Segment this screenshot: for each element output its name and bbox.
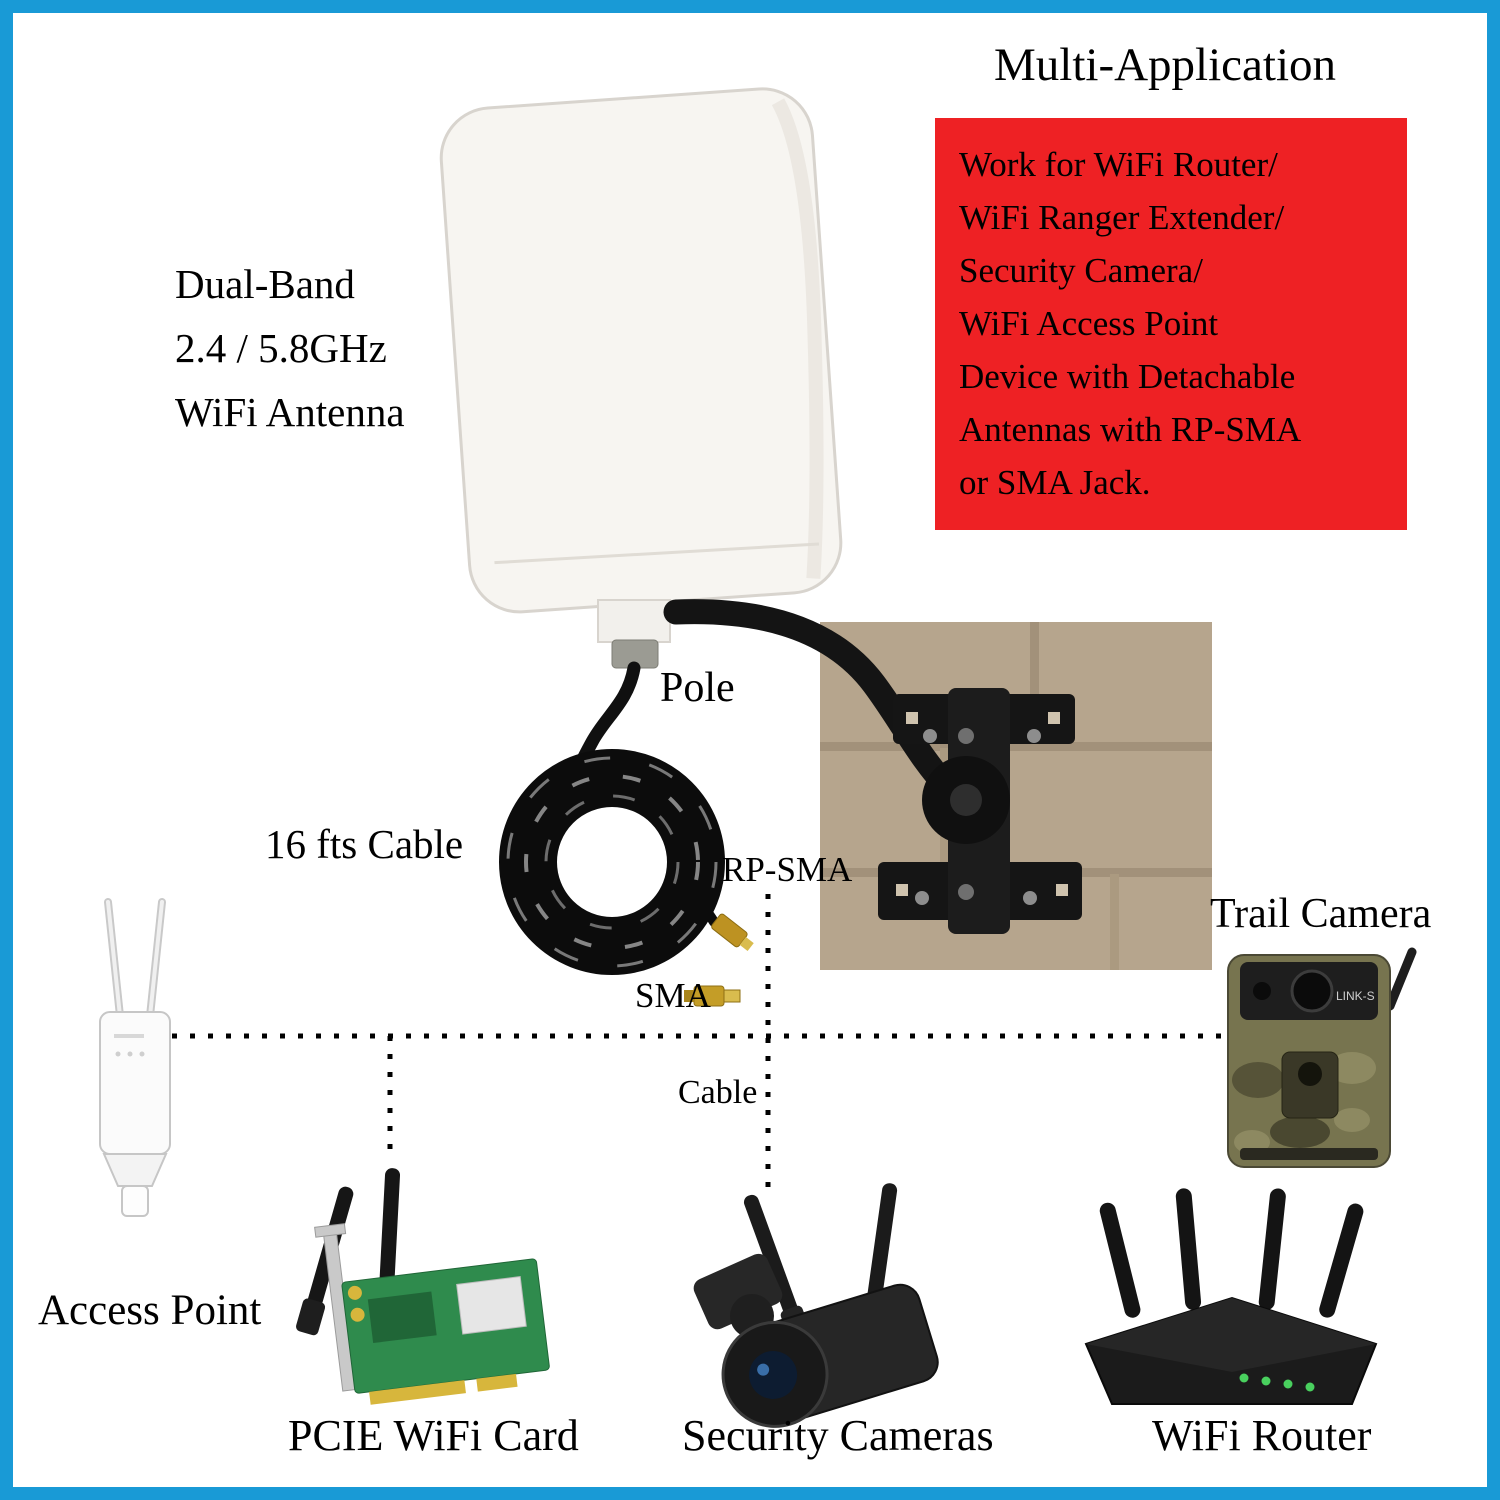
feature-box: Work for WiFi Router/ WiFi Ranger Extend… xyxy=(935,118,1407,530)
pcie-board xyxy=(314,1223,550,1405)
router-top xyxy=(1086,1298,1376,1372)
sma-label: SMA xyxy=(635,976,711,1015)
feature-line: Security Camera/ xyxy=(959,251,1203,290)
antenna-label-line: Dual-Band xyxy=(175,261,355,307)
router-antenna-2 xyxy=(1175,1188,1202,1310)
pcie-shield xyxy=(456,1276,527,1335)
ap-base xyxy=(121,1185,149,1217)
trail-brand-text: LINK-S xyxy=(1336,989,1375,1003)
feature-line: or SMA Jack. xyxy=(959,463,1151,502)
router-led xyxy=(1239,1373,1249,1383)
antenna-label: Dual-Band 2.4 / 5.8GHz WiFi Antenna xyxy=(175,252,405,444)
antenna-panel xyxy=(439,87,843,614)
antenna-label-line: WiFi Antenna xyxy=(175,389,405,435)
feature-line: WiFi Access Point xyxy=(959,304,1219,343)
security-cameras-label: Security Cameras xyxy=(682,1411,994,1460)
ap-cone xyxy=(102,1153,168,1187)
feature-line: Antennas with RP-SMA xyxy=(959,410,1302,449)
trail-antenna xyxy=(1385,947,1417,1011)
router-led xyxy=(1261,1376,1271,1386)
feature-line: Work for WiFi Router/ xyxy=(959,145,1278,184)
router-antenna-3 xyxy=(1258,1188,1286,1310)
wall-bracket xyxy=(878,688,1082,934)
connection-lines xyxy=(136,894,1226,1192)
pcie-card-label: PCIE WiFi Card xyxy=(288,1411,579,1460)
access-point-device xyxy=(99,898,171,1217)
feature-line: WiFi Ranger Extender/ xyxy=(959,198,1285,237)
wifi-router-label: WiFi Router xyxy=(1152,1411,1372,1460)
security-camera-device xyxy=(693,1183,939,1428)
trail-lens xyxy=(1290,969,1334,1013)
cable-label: Cable xyxy=(678,1074,758,1111)
pole-label: Pole xyxy=(660,665,735,711)
mounting-pole xyxy=(663,599,963,803)
trail-camera-device: LINK-S xyxy=(1227,947,1417,1168)
wifi-router-device xyxy=(1084,1188,1378,1405)
router-led xyxy=(1305,1382,1315,1392)
rp-sma-connector xyxy=(711,913,754,952)
antenna-label-line: 2.4 / 5.8GHz xyxy=(175,325,387,371)
pcie-chip xyxy=(367,1291,437,1344)
trail-camera-label: Trail Camera xyxy=(1210,891,1432,937)
pcie-wifi-card-device xyxy=(295,1168,550,1405)
cam-body xyxy=(721,1283,939,1428)
feature-line: Device with Detachable xyxy=(959,357,1296,396)
cable-tail xyxy=(685,889,719,927)
cable-coil xyxy=(499,749,725,975)
ap-body xyxy=(99,1011,171,1155)
main-title: Multi-Application xyxy=(993,39,1336,91)
sma-adapter xyxy=(684,985,741,1007)
pcie-gold-edge xyxy=(369,1380,466,1405)
router-led xyxy=(1283,1379,1293,1389)
cable-length-label: 16 fts Cable xyxy=(265,821,464,867)
cam-lens xyxy=(749,1350,798,1399)
router-antenna-1 xyxy=(1099,1202,1141,1318)
access-point-label: Access Point xyxy=(38,1287,262,1334)
router-antenna-4 xyxy=(1319,1203,1364,1318)
rp-sma-label: RP-SMA xyxy=(722,850,853,889)
antenna-mount-neck xyxy=(597,599,671,643)
panel-antenna xyxy=(439,87,843,614)
